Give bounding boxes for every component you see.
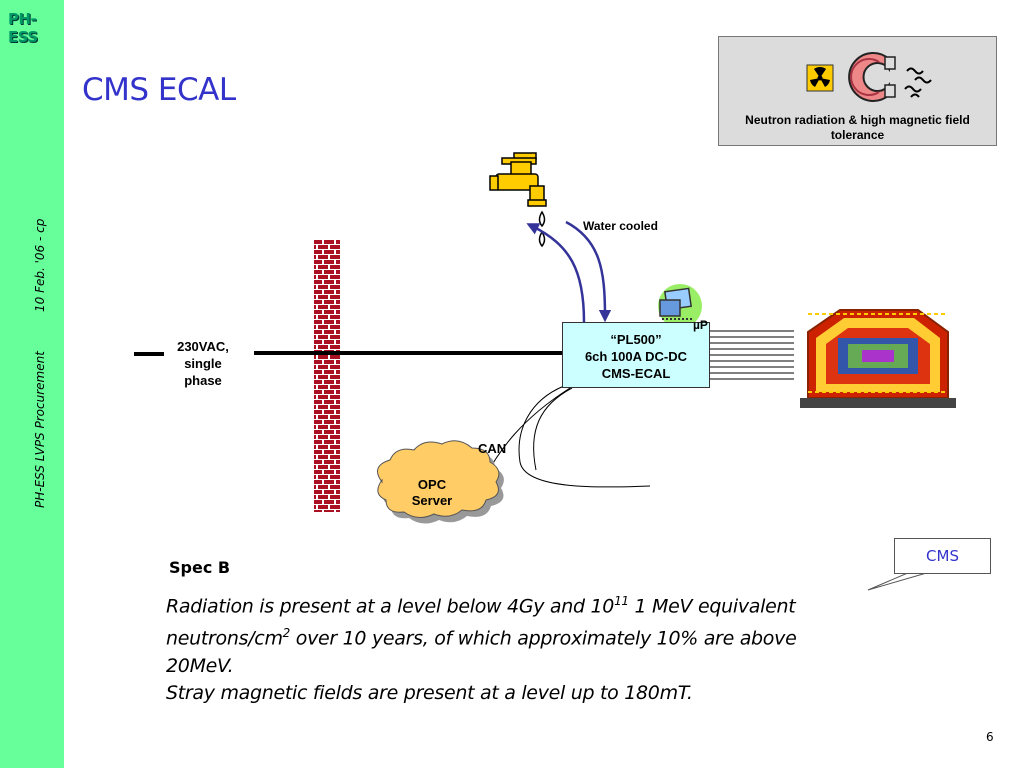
water-supply-arrow (565, 220, 612, 323)
radiation-magnet-icon (806, 52, 932, 102)
page-title: CMS ECAL (82, 72, 236, 108)
spec-text: Radiation is present at a level below 4G… (166, 588, 866, 707)
cms-detector-image (794, 306, 960, 414)
can-cable-1 (518, 385, 651, 488)
opc-server-cloud (377, 440, 504, 524)
output-cables (710, 330, 796, 380)
micro-label: µP (693, 318, 708, 332)
water-tap-icon (489, 152, 547, 248)
water-cooled-label: Water cooled (583, 219, 658, 233)
tolerance-box: Neutron radiation & high magnetic field … (718, 36, 997, 146)
ph-ess-logo: PH-ESS (8, 10, 38, 46)
microprocessor-icon (658, 284, 702, 328)
can-label: CAN (478, 441, 507, 456)
pl500-power-supply: “PL500” 6ch 100A DC-DC CMS-ECAL (562, 322, 710, 388)
can-cable-2 (533, 387, 573, 471)
spec-label: Spec B (169, 558, 231, 577)
brick-wall (314, 240, 340, 512)
sidebar: PH-ESS 10 Feb. '06 - cp PH-ESS LVPS Proc… (0, 0, 64, 768)
spec-paragraph-2: Stray magnetic fields are present at a l… (166, 681, 693, 704)
page-number: 6 (986, 730, 994, 744)
opc-server-label: OPC Server (411, 477, 453, 508)
water-return-arrow (526, 223, 586, 323)
mains-label: 230VAC, single phase (177, 339, 229, 388)
spec-paragraph-1: Radiation is present at a level below 4G… (166, 594, 797, 677)
cms-callout: CMS (894, 538, 991, 574)
tolerance-caption: Neutron radiation & high magnetic field … (745, 113, 970, 142)
power-diagram (134, 152, 960, 524)
can-cable-3 (483, 387, 571, 479)
